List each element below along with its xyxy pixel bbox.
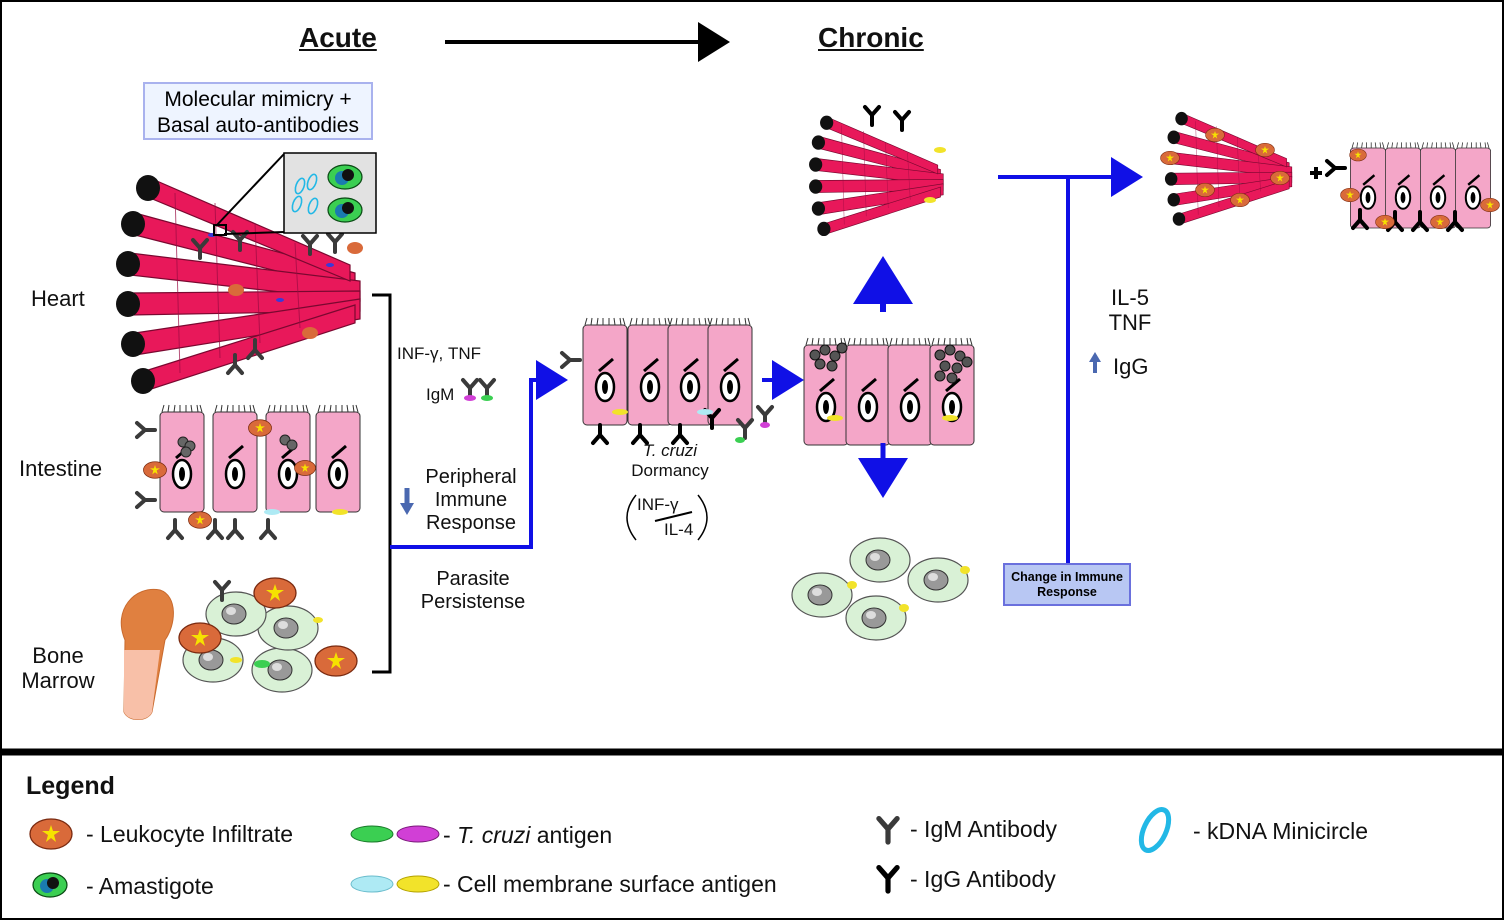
legend-amastigote: - Amastigote [86,873,214,899]
response-line-1: Peripheral [425,466,517,488]
dormancy-label: T. cruzi Dormancy [620,441,720,480]
persistence-line-2: Persistense [420,591,526,613]
heart-label: Heart [31,286,85,311]
response-line-2: Immune [434,489,508,511]
legend-antigen-prefix: - [443,822,458,848]
ratio-denominator: IL-4 [664,520,694,539]
acute-cytokines: INF-γ, TNF [397,344,482,363]
mimicry-line-1: Molecular mimicry + [164,88,352,111]
acute-title: Acute [299,22,377,53]
bone-marrow-line-2: Marrow [21,668,95,694]
response-line-3: Response [425,512,517,534]
dormancy-text: Dormancy [631,460,709,480]
peripheral-immune-response: Peripheral Immune Response [412,466,530,535]
mimicry-box: Molecular mimicry + Basal auto-antibodie… [143,82,373,140]
legend-leukocyte-icon [29,818,73,850]
change-line-2: Response [1037,585,1097,599]
ratio-numerator: INF-γ [637,495,679,514]
legend-antigen-species: T. cruzi [457,822,531,848]
legend-membrane: - Cell membrane surface antigen [443,871,777,897]
chronic-title: Chronic [818,22,924,53]
legend-kdna: - kDNA Minicircle [1193,818,1369,844]
legend-antigen: - T. cruzi antigen [443,822,612,848]
chronic-cytokines: IL-5 TNF [1100,285,1160,336]
bone-marrow-label: Bone Marrow [17,643,99,694]
change-line-1: Change in Immune [1011,570,1123,584]
legend-igm: - IgM Antibody [910,816,1058,842]
legend-leukocyte: - Leukocyte Infiltrate [86,821,294,847]
mimicry-line-2: Basal auto-antibodies [157,114,359,137]
dormancy-species: T. cruzi [642,441,698,460]
change-immune-response-box: Change in Immune Response [1003,563,1131,606]
persistence-line-1: Parasite [436,568,510,590]
chronic-igg: IgG [1113,354,1149,379]
acute-igm-label: IgM [426,385,455,404]
chronic-il5: IL-5 [1111,285,1149,310]
parasite-persistence: Parasite Persistense [410,568,536,614]
legend-antigen-suffix: antigen [530,822,613,848]
legend-igg: - IgG Antibody [910,866,1056,892]
bone-marrow-line-1: Bone [32,643,84,668]
intestine-label: Intestine [19,456,103,481]
chronic-tnf: TNF [1108,310,1152,336]
legend-title: Legend [26,772,115,800]
legend-amastigote-icon [32,872,68,898]
